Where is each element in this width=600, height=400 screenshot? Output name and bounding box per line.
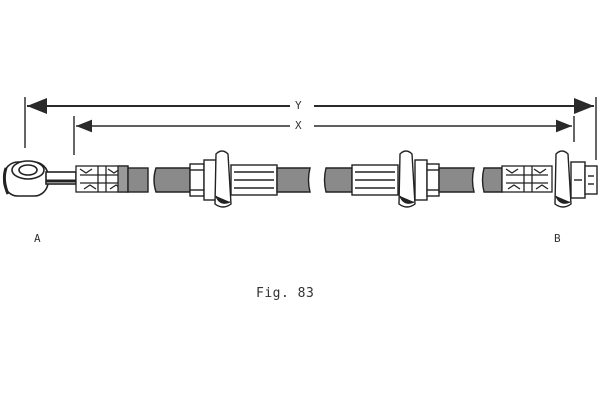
- figure-caption: Fig. 83: [256, 286, 315, 301]
- end-a-label: A: [34, 232, 41, 245]
- banjo-fitting-icon: [2, 160, 77, 197]
- dimension-x-label: X: [292, 120, 305, 132]
- crimp-sleeve-b: [501, 165, 553, 193]
- end-b-label: B: [554, 232, 561, 245]
- mid-fitting-1: [189, 150, 278, 208]
- hose-segment: [276, 167, 353, 193]
- hose-segment: [127, 167, 191, 193]
- mid-fitting-2: [351, 150, 440, 208]
- crimp-sleeve-a: [75, 165, 129, 193]
- hose-segment: [438, 167, 503, 193]
- end-fitting-b-icon: [554, 150, 598, 208]
- dimension-y-label: Y: [292, 100, 305, 112]
- extension-lines: [24, 97, 597, 160]
